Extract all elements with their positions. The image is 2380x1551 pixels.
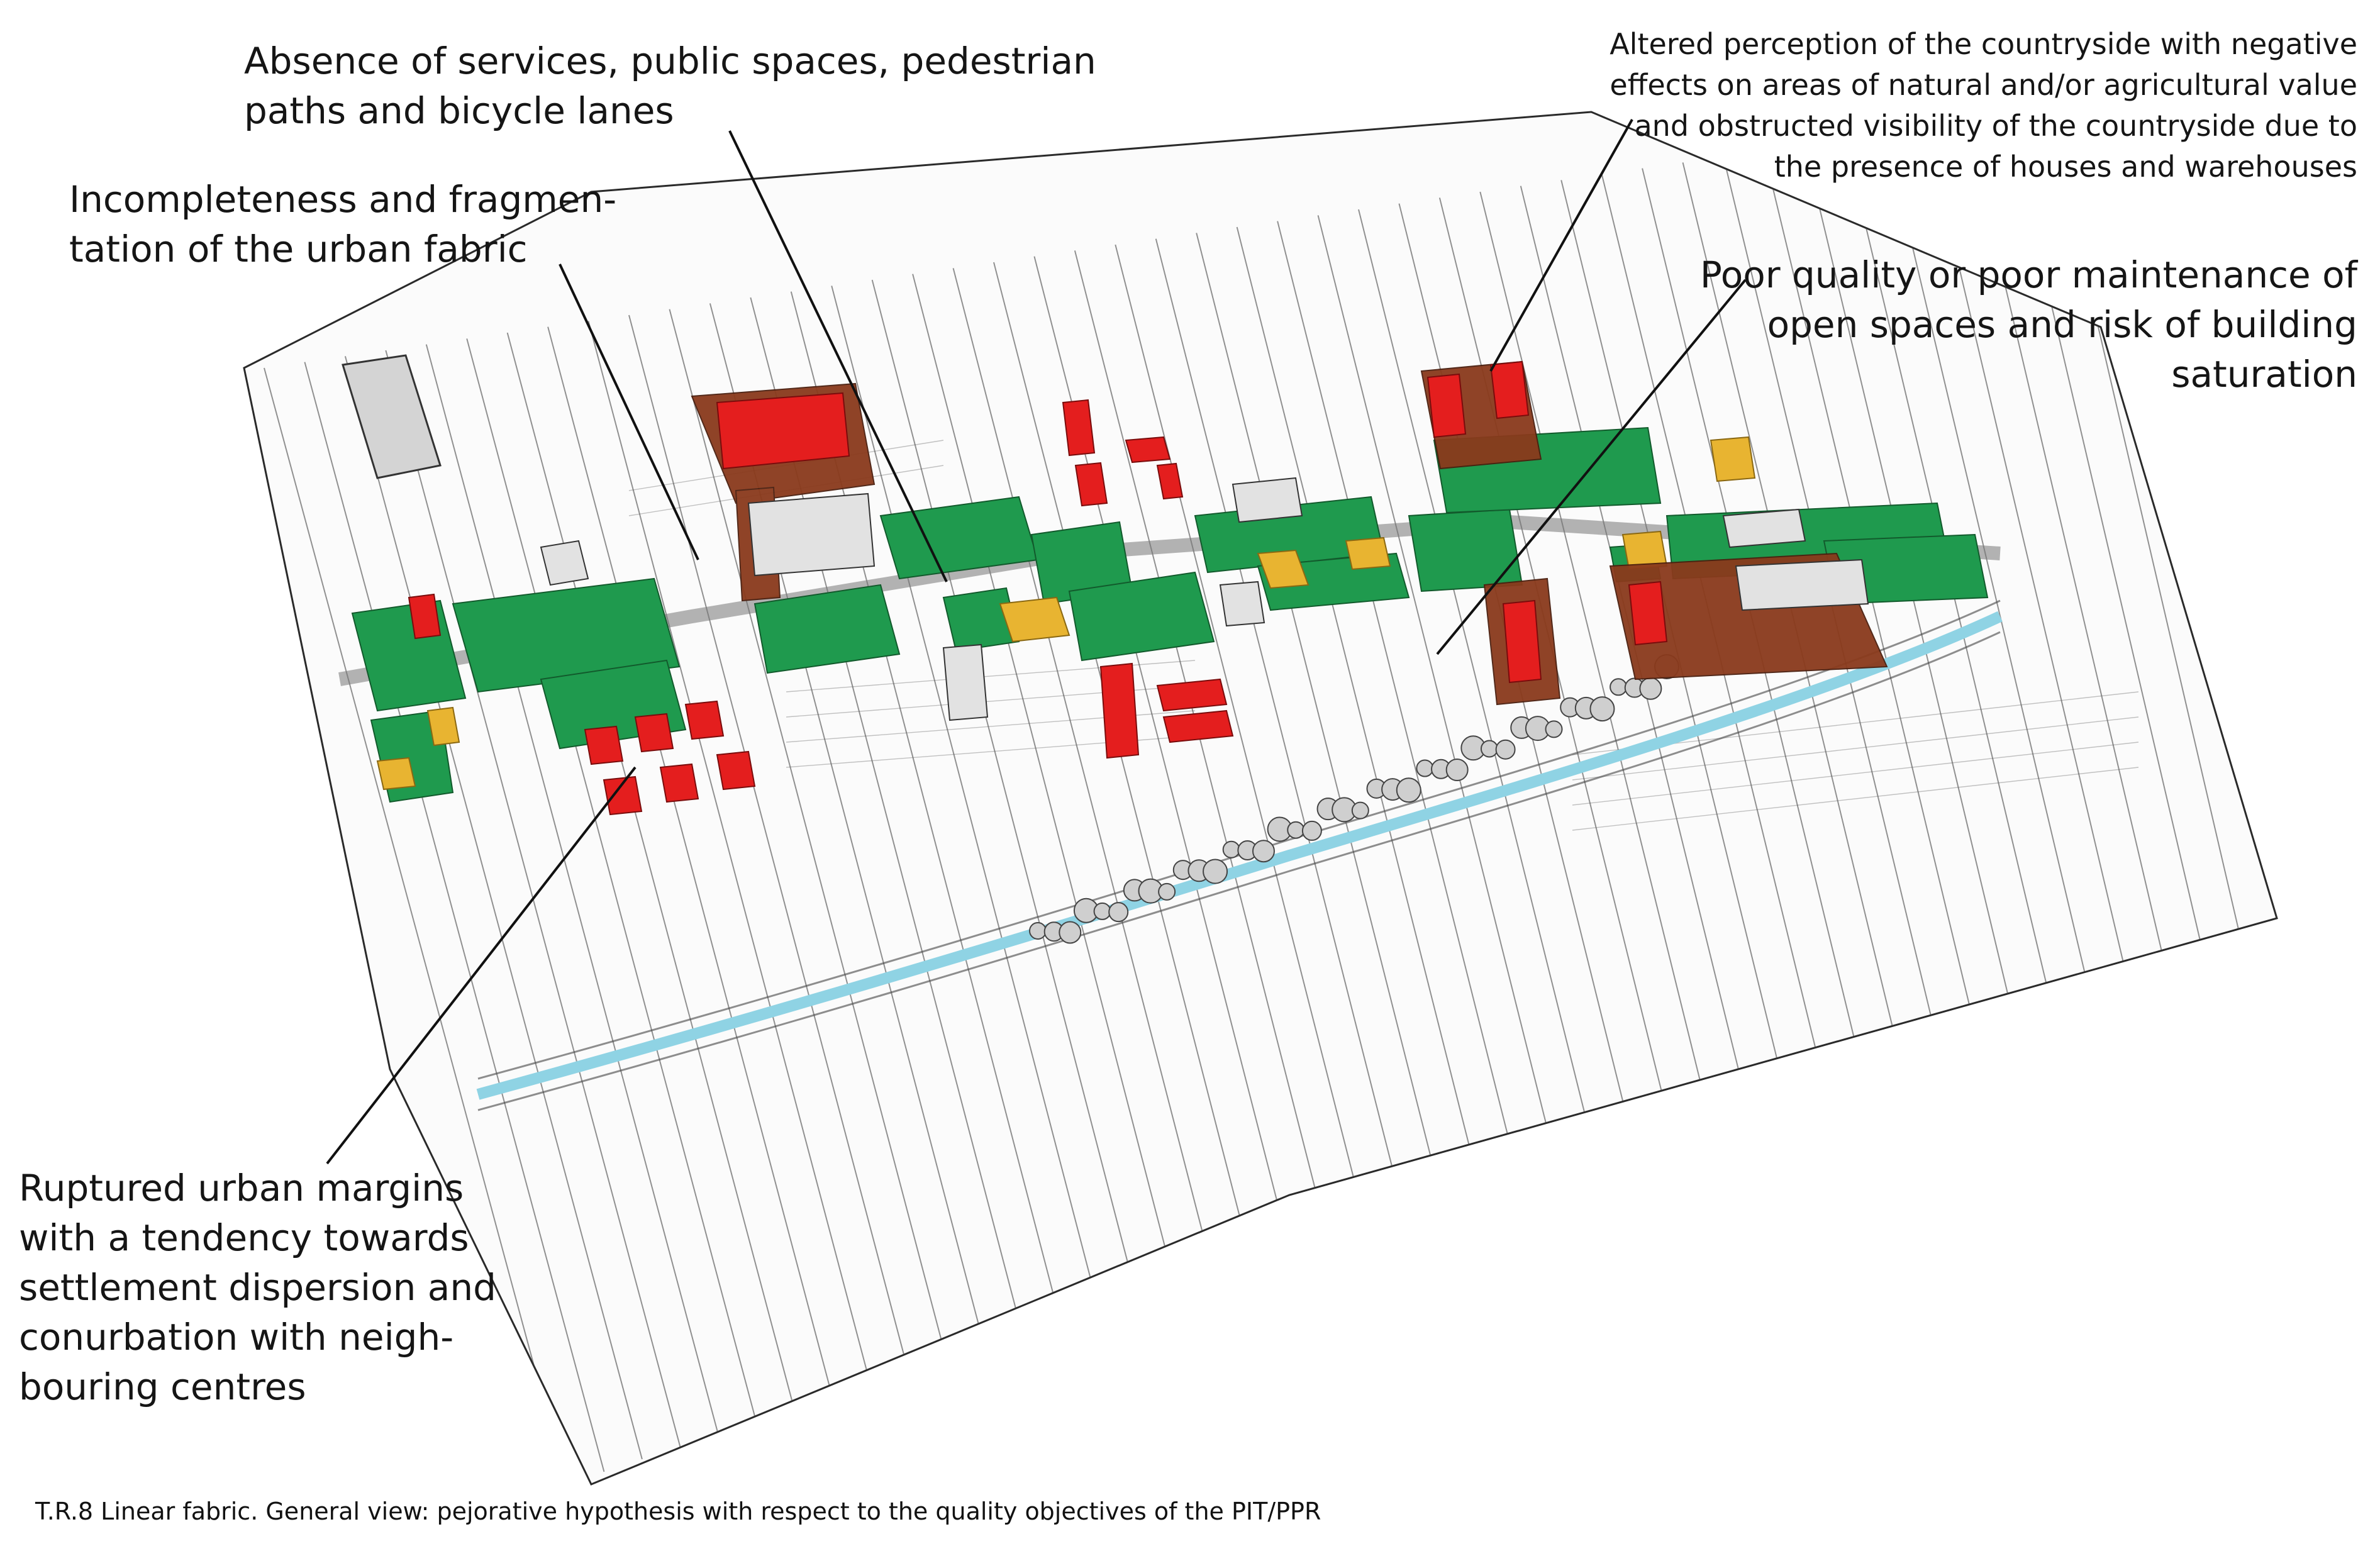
annotation-line: paths and bicycle lanes [244,89,674,132]
annotation-line: Absence of services, public spaces, pede… [244,40,1096,82]
annotation-line: Poor quality or poor maintenance of [1699,253,2357,296]
tree [1589,696,1615,722]
annotation-poor-quality: Poor quality or poor maintenance of open… [1700,250,2357,399]
annotation-line: effects on areas of natural and/or agric… [1610,68,2357,102]
tree [1480,740,1498,758]
tree [1203,859,1228,884]
tree [1545,720,1563,738]
figure-caption: T.R.8 Linear fabric. General view: pejor… [35,1498,1321,1525]
field-line [587,321,871,1384]
annotation-line: settlement dispersion and [19,1266,496,1309]
annotation-ruptured-margins: Ruptured urban margins with a tendency t… [19,1164,496,1412]
field-line [952,268,1213,1271]
leader-altered [1489,119,1633,372]
tree [1416,759,1434,777]
annotation-line: tation of the urban fabric [69,228,528,270]
field-line [628,314,909,1372]
leader-lines [326,119,1747,1165]
field-line [1155,238,1403,1208]
field-line [304,362,605,1472]
field-line [831,286,1099,1309]
annotation-line: saturation [2171,353,2357,396]
field-line [466,338,757,1422]
field-line [871,279,1137,1296]
tree [1445,759,1469,781]
annotation-line: the presence of houses and warehouses [1774,150,2357,184]
tree [1610,678,1628,696]
annotation-absence: Absence of services, public spaces, pede… [244,36,1096,136]
tree [1108,902,1129,923]
field-line [1479,191,1708,1108]
tree [1396,777,1421,803]
field-line [344,356,643,1460]
leader-ruptured [326,766,637,1165]
field-line [912,274,1176,1284]
field-line [425,344,719,1435]
grey-buildings [540,477,1869,721]
canal [476,611,2003,1100]
annotation-line: Incompleteness and fragmen- [69,178,617,221]
warehouse-grey [342,354,442,479]
tree [1158,882,1176,901]
leader-incomplete [559,264,699,560]
tree [1351,801,1369,820]
annotation-line: open spaces and risk of building [1767,303,2357,346]
field-line [669,309,947,1359]
field-line [1358,209,1593,1145]
tree [1639,677,1662,700]
tree [1059,921,1082,944]
canal-bank [477,599,2001,1080]
field-line [993,262,1251,1259]
tree [1495,739,1516,760]
annotation-line: and obstructed visibility of the country… [1634,109,2357,143]
leader-absence [728,130,948,582]
annotation-line: conurbation with neigh- [19,1316,454,1359]
canal-bank [477,631,2001,1111]
field-line [1115,244,1365,1221]
field-line [1925,127,2126,969]
tree [1301,820,1322,841]
field-line [1196,233,1442,1196]
field-line [1074,250,1327,1233]
field-line [547,326,833,1397]
tree [1029,922,1047,940]
annotation-incompleteness: Incompleteness and fragmen- tation of th… [69,175,616,274]
annotation-altered-perception: Altered perception of the countryside wi… [1610,24,2357,187]
leader-poor [1436,279,1747,655]
annotation-line: Ruptured urban margins [19,1167,464,1209]
annotation-line: with a tendency towards [19,1216,469,1259]
tree [1222,840,1240,859]
tree [1287,821,1305,839]
field-line [1317,215,1555,1158]
field-line [1236,226,1479,1183]
field-line [264,367,567,1484]
tree [1093,902,1111,920]
annotation-line: bouring centres [19,1365,306,1408]
field-line [1277,221,1518,1170]
annotation-line: Altered perception of the countryside wi… [1610,27,2357,61]
field-line [506,332,795,1409]
red-buildings [408,360,1668,816]
yellow-spaces [376,436,1756,791]
tree [1252,840,1275,863]
